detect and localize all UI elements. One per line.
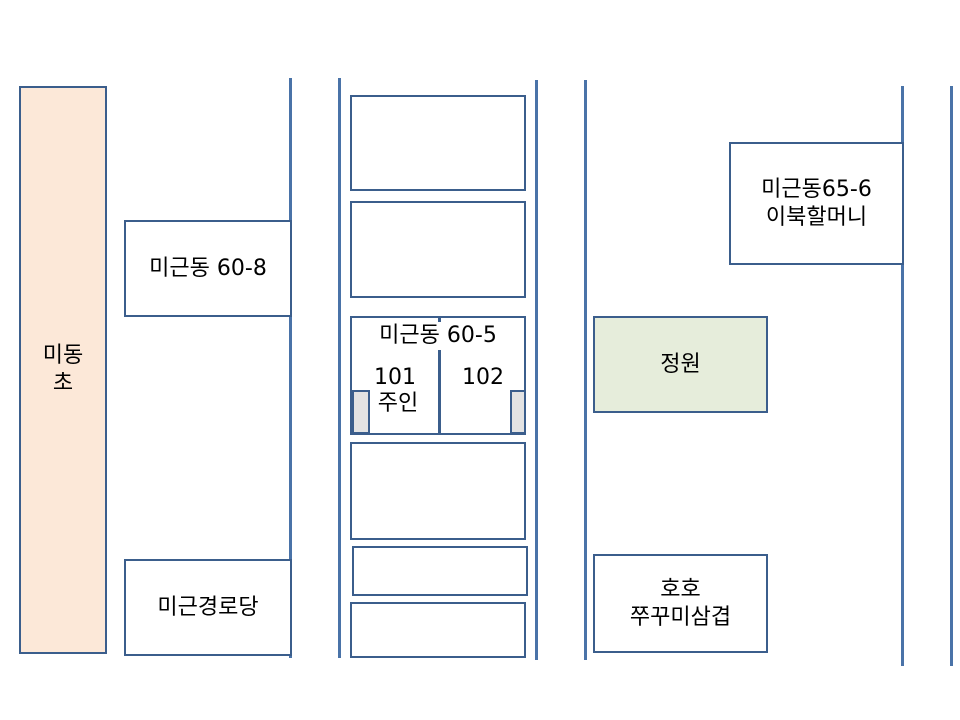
door-right — [510, 390, 526, 434]
garden-label: 정원 — [660, 351, 701, 377]
center-block-2 — [350, 201, 526, 298]
halmeoni-label-line2: 이북할머니 — [765, 204, 868, 230]
school-label-line1: 미동 — [42, 343, 84, 368]
restaurant-label-line1: 호호 — [660, 576, 701, 602]
building-60-8: 미근동 60-8 — [124, 220, 292, 317]
road-line-2 — [338, 78, 341, 658]
door-left — [352, 390, 370, 434]
road-line-3 — [535, 80, 538, 660]
road-line-4 — [584, 80, 587, 660]
center-block-4 — [352, 546, 528, 596]
restaurant: 호호 쭈꾸미삼겹 — [593, 554, 768, 653]
senior-center: 미근경로당 — [124, 559, 292, 656]
road-line-6 — [950, 86, 953, 666]
school-label-line2: 초 — [52, 371, 74, 396]
school-block: 미동 초 — [19, 86, 107, 654]
road-line-1 — [289, 78, 292, 658]
unit-101-number: 101 — [374, 365, 416, 390]
road-line-5 — [901, 86, 904, 666]
building-60-8-label: 미근동 60-8 — [149, 255, 267, 281]
unit-divider — [438, 318, 441, 433]
building-60-5-title: 미근동 60-5 — [370, 322, 506, 350]
senior-center-label: 미근경로당 — [157, 594, 259, 620]
center-block-5 — [350, 602, 526, 658]
restaurant-label-line2: 쭈꾸미삼겹 — [629, 604, 732, 630]
garden: 정원 — [593, 316, 768, 413]
center-block-1 — [350, 95, 526, 191]
unit-102-number: 102 — [462, 365, 504, 390]
halmeoni-label-line1: 미근동65-6 — [761, 176, 872, 202]
unit-101-note: 주인 — [377, 391, 419, 416]
center-block-3 — [350, 442, 526, 540]
halmeoni-house: 미근동65-6 이북할머니 — [729, 142, 904, 265]
